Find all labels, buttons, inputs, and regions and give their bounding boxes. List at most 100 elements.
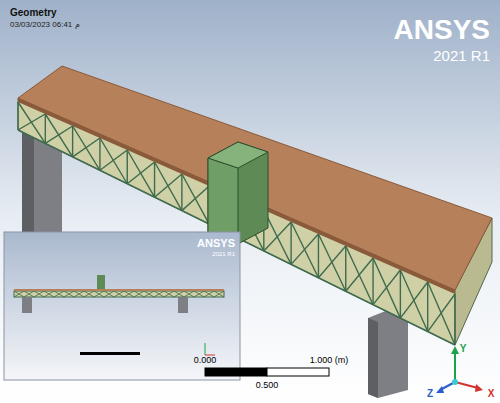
truss-member <box>124 291 134 297</box>
truss-member <box>94 291 104 297</box>
view-title: Geometry <box>10 8 57 18</box>
right-pier-side <box>368 318 378 398</box>
inset-bracing <box>14 291 224 297</box>
truss-member <box>134 291 144 297</box>
load-block <box>208 142 268 244</box>
inset-truss <box>14 291 224 297</box>
inset-axis <box>205 343 206 355</box>
y-axis <box>454 352 456 382</box>
truss-member <box>24 291 34 297</box>
truss-member <box>155 174 182 197</box>
z-arrow <box>436 386 444 393</box>
truss-member <box>44 291 54 297</box>
inset-pier <box>178 297 188 313</box>
truss-member <box>34 291 44 297</box>
truss-member <box>45 126 72 143</box>
truss-member <box>290 222 291 264</box>
truss-member <box>114 291 124 297</box>
truss-member <box>194 291 204 297</box>
inset-version: 2021 R1 <box>212 251 235 257</box>
truss-member <box>194 291 204 297</box>
inset-view <box>4 232 240 380</box>
truss-member <box>34 291 44 297</box>
truss-member <box>184 291 194 297</box>
truss-member <box>84 291 94 297</box>
truss-member <box>204 291 214 297</box>
y-arrow <box>451 346 459 354</box>
truss-member <box>64 291 74 297</box>
left-pier-side <box>22 128 34 240</box>
inset-deck <box>14 289 224 291</box>
truss-member <box>99 138 100 170</box>
truss-member <box>204 291 214 297</box>
truss-member <box>124 291 134 297</box>
x-arrow <box>475 384 483 392</box>
truss-member <box>427 282 428 332</box>
truss-member <box>184 291 194 297</box>
scale-bar <box>267 368 329 376</box>
inset-logo: ANSYS <box>197 238 235 249</box>
truss-member <box>214 291 224 297</box>
truss-member <box>400 282 427 318</box>
truss-member <box>14 291 24 297</box>
truss-member <box>100 150 127 170</box>
truss-member <box>134 291 144 297</box>
view-date: 03/03/2023 06:41 م <box>10 21 80 29</box>
truss-member <box>154 291 164 297</box>
truss-member <box>54 291 64 297</box>
truss-member <box>54 291 64 297</box>
truss-member <box>44 291 54 297</box>
axis-label: X <box>488 389 495 399</box>
truss-member <box>454 294 455 345</box>
inset-scale <box>80 352 140 355</box>
x-axis <box>455 382 478 388</box>
truss-member <box>74 291 84 297</box>
truss-member <box>181 174 182 211</box>
truss-member <box>154 162 155 197</box>
truss-member <box>114 291 124 297</box>
scale-value: 0.500 <box>256 381 279 390</box>
truss-member <box>45 114 46 143</box>
truss-member <box>127 162 154 184</box>
truss-member <box>372 258 373 305</box>
truss-member <box>182 186 209 211</box>
truss-member <box>84 291 94 297</box>
truss-member <box>164 291 174 297</box>
truss-member <box>154 291 164 297</box>
truss-member <box>144 291 154 297</box>
load-block-top <box>208 142 268 168</box>
scale-value: 0.000 <box>194 356 217 365</box>
inset-load <box>97 275 105 289</box>
truss-member <box>400 270 401 318</box>
truss-member <box>14 291 24 297</box>
truss-member <box>345 246 346 291</box>
right-pier <box>368 306 408 398</box>
truss-member <box>94 291 104 297</box>
load-block-front <box>208 158 238 244</box>
truss-member <box>214 291 224 297</box>
truss-member <box>74 291 84 297</box>
truss-member <box>127 150 128 184</box>
inset-pier <box>22 297 32 313</box>
truss-member <box>73 138 100 157</box>
truss-member <box>64 291 74 297</box>
truss-member <box>318 234 319 278</box>
truss-member <box>18 114 45 130</box>
truss-member <box>428 294 455 332</box>
logo-version: 2021 R1 <box>433 48 490 63</box>
truss-member <box>373 270 400 305</box>
triad-origin <box>452 379 458 385</box>
axis-label: Y <box>460 344 467 354</box>
truss-member <box>174 291 184 297</box>
truss-member <box>164 291 174 297</box>
truss-member <box>104 291 114 297</box>
truss-member <box>144 291 154 297</box>
truss-member <box>346 258 373 291</box>
truss-member <box>17 102 18 130</box>
logo-text: ANSYS <box>394 16 490 44</box>
axis-label: Z <box>427 389 433 399</box>
scale-bar <box>205 368 267 376</box>
